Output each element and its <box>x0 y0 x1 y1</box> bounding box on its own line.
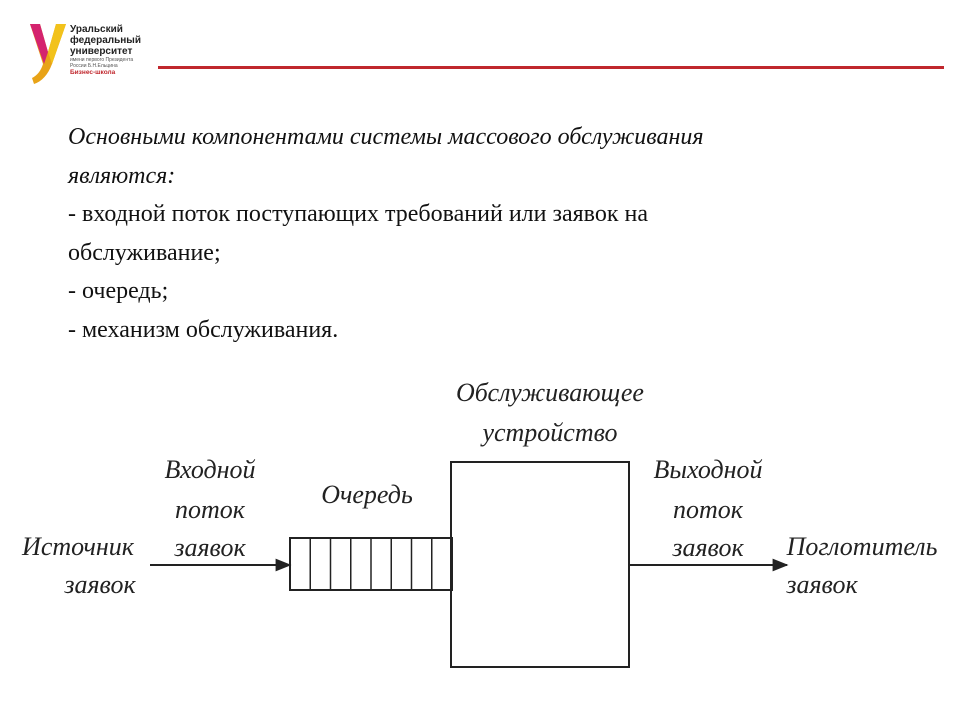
bullet-line: - входной поток поступающих требований и… <box>68 201 648 227</box>
input-flow-label: Входной <box>164 455 255 484</box>
slide-body-text: Основными компонентами системы массового… <box>68 118 928 349</box>
intro-line: являются: <box>68 162 176 189</box>
output-flow-label: поток <box>673 495 744 524</box>
logo-text: Уральский федеральный университет имени … <box>70 24 141 77</box>
output-flow-label: заявок <box>671 533 744 562</box>
source-label: Источник <box>21 532 135 561</box>
output-flow-label: Выходной <box>653 455 762 484</box>
input-flow-label: заявок <box>173 533 246 562</box>
bullet-line: - очередь; <box>68 278 169 304</box>
logo-name-line: Уральский <box>70 24 123 35</box>
intro-line: Основными компонентами системы массового… <box>68 124 704 150</box>
logo-name-line: университет <box>70 46 133 57</box>
sink-label: заявок <box>785 570 858 599</box>
logo-sub-line: России Б.Н.Ельцина <box>70 63 118 69</box>
header-divider <box>158 66 944 69</box>
sink-label: Поглотитель <box>786 532 938 561</box>
input-flow-label: поток <box>175 495 246 524</box>
queue-cells <box>309 538 433 590</box>
source-label: заявок <box>63 570 136 599</box>
server-label: устройство <box>479 418 617 447</box>
logo-sub-line: имени первого Президента <box>70 57 134 63</box>
logo-school: Бизнес-школа <box>70 69 116 76</box>
bullet-line: обслуживание; <box>68 239 221 266</box>
queue-label: Очередь <box>321 480 413 509</box>
urfu-logo-icon <box>30 24 66 84</box>
server-box <box>450 461 630 668</box>
bullet-line: - механизм обслуживания. <box>68 316 339 343</box>
logo-name-line: федеральный <box>70 35 141 46</box>
server-label: Обслуживающее <box>456 378 644 407</box>
